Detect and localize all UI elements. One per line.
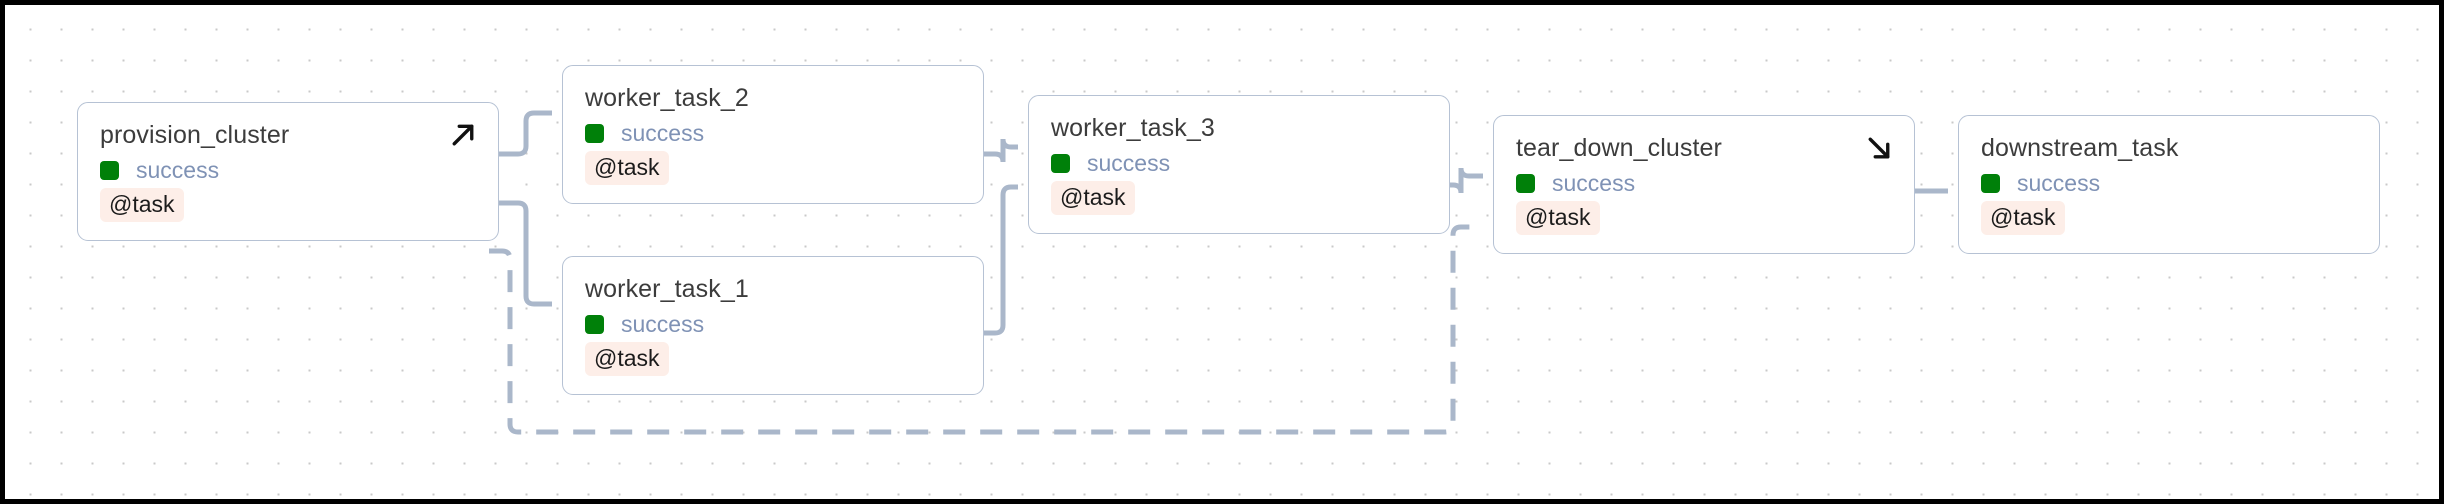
task-node-decorator-tag: @task [1981, 201, 2065, 235]
task-node-tag-row: @task [1981, 201, 2357, 235]
task-node-status: success [100, 157, 476, 183]
task-node-title: tear_down_cluster [1516, 134, 1722, 162]
status-success-swatch-icon [585, 314, 604, 334]
task-node-decorator-tag: @task [585, 342, 669, 376]
task-node-status: success [585, 120, 961, 146]
task-node-status-label: success [621, 120, 705, 146]
task-node-status-label: success [1552, 170, 1636, 196]
task-node-provision_cluster[interactable]: provision_cluster success @task [77, 102, 499, 241]
task-node-tear_down_cluster[interactable]: tear_down_cluster success @task [1493, 115, 1915, 254]
task-node-status-label: success [621, 311, 705, 337]
arrow-up-right-icon[interactable] [448, 120, 478, 150]
arrow-down-right-icon[interactable] [1864, 133, 1894, 163]
status-success-swatch-icon [100, 160, 119, 180]
task-node-title: worker_task_3 [1051, 114, 1215, 142]
task-node-tag-row: @task [1051, 181, 1427, 215]
task-node-decorator-tag: @task [1051, 181, 1135, 215]
status-success-swatch-icon [1981, 173, 2000, 193]
task-node-downstream_task[interactable]: downstream_task success @task [1958, 115, 2380, 254]
task-node-title: worker_task_2 [585, 84, 749, 112]
task-node-title: worker_task_1 [585, 275, 749, 303]
task-node-status: success [1516, 170, 1892, 196]
status-success-swatch-icon [585, 123, 604, 143]
task-node-decorator-tag: @task [100, 188, 184, 222]
task-node-tag-row: @task [585, 151, 961, 185]
task-node-tag-row: @task [100, 188, 476, 222]
task-node-tag-row: @task [1516, 201, 1892, 235]
task-node-status: success [1981, 170, 2357, 196]
task-node-status-label: success [2017, 170, 2101, 196]
task-node-decorator-tag: @task [585, 151, 669, 185]
task-node-status: success [585, 311, 961, 337]
task-node-status: success [1051, 150, 1427, 176]
task-node-title: provision_cluster [100, 121, 290, 149]
task-node-decorator-tag: @task [1516, 201, 1600, 235]
task-node-worker_task_2[interactable]: worker_task_2 success @task [562, 65, 984, 204]
task-node-tag-row: @task [585, 342, 961, 376]
task-node-worker_task_1[interactable]: worker_task_1 success @task [562, 256, 984, 395]
status-success-swatch-icon [1051, 153, 1070, 173]
status-success-swatch-icon [1516, 173, 1535, 193]
task-node-status-label: success [136, 157, 220, 183]
task-node-status-label: success [1087, 150, 1171, 176]
task-node-worker_task_3[interactable]: worker_task_3 success @task [1028, 95, 1450, 234]
task-node-title: downstream_task [1981, 134, 2179, 162]
